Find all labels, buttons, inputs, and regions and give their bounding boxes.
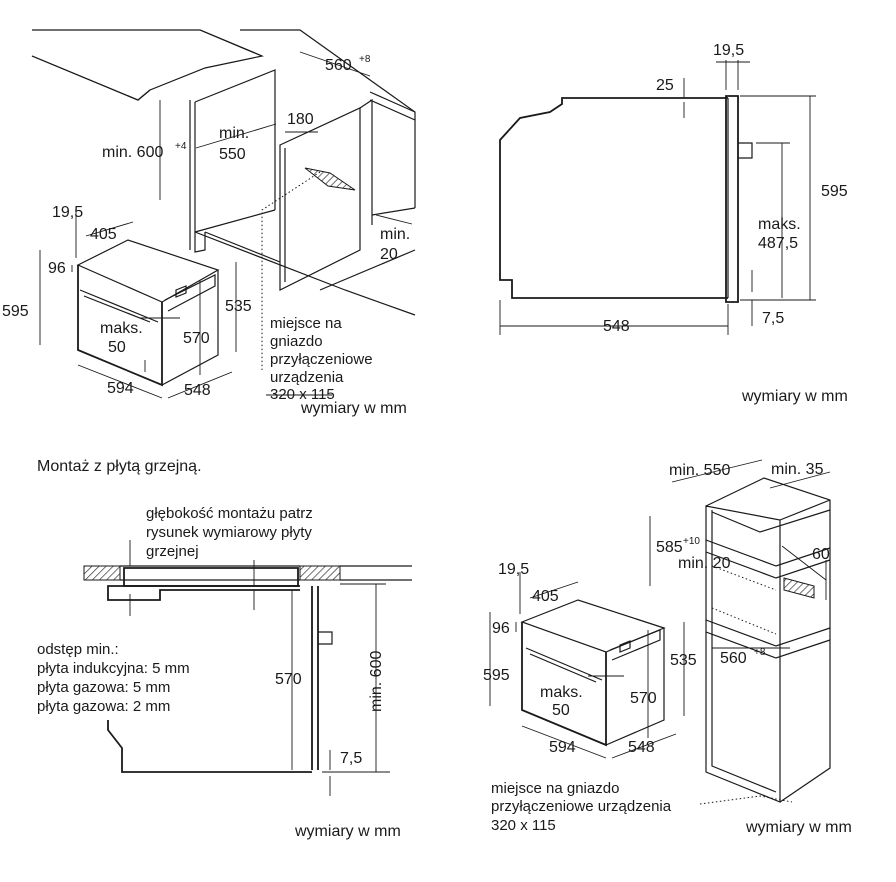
br-note-3: 320 x 115 <box>491 817 556 834</box>
tr-units: wymiary w mm <box>741 388 848 405</box>
bl-units: wymiary w mm <box>294 823 401 840</box>
br-dim-maks-a: maks. <box>540 684 583 701</box>
drawing-tall-unit <box>489 459 831 805</box>
br-dim-560-sup: +8 <box>754 647 766 658</box>
tl-units: wymiary w mm <box>300 400 407 417</box>
br-dim-min20: min. 20 <box>678 555 731 572</box>
tl-note-4: urządzenia <box>270 369 344 386</box>
br-dim-60: 60 <box>812 546 830 563</box>
tl-note-1: miejsce na <box>270 315 342 332</box>
br-labels: min. 550 min. 35 585 +10 min. 20 60 560 … <box>483 461 852 836</box>
tl-note-5: 320 x 115 <box>270 386 335 403</box>
bl-gap-1: odstęp min.: <box>37 641 119 658</box>
tl-dim-min600-sup: +4 <box>175 141 187 152</box>
tl-dim-180: 180 <box>287 111 314 128</box>
tl-dim-570: 570 <box>183 330 210 347</box>
br-dim-min550: min. 550 <box>669 462 730 479</box>
tl-note-2: gniazdo <box>270 333 323 350</box>
br-dim-405: 405 <box>532 588 559 605</box>
tr-dim-548: 548 <box>603 318 630 335</box>
bl-gap-3: płyta gazowa: 5 mm <box>37 679 170 696</box>
tl-dim-maks-b: 50 <box>108 339 126 356</box>
tl-dim-560: 560 <box>325 57 352 74</box>
tl-labels: 560 +8 min. 600 +4 min. 550 180 min. 20 … <box>2 54 410 417</box>
tl-dim-min20-b: 20 <box>380 246 398 263</box>
drawing-with-hob <box>83 540 412 796</box>
br-dim-570: 570 <box>630 690 657 707</box>
tr-dim-595: 595 <box>821 183 848 200</box>
bl-dim-570: 570 <box>275 671 302 688</box>
br-dim-19-5: 19,5 <box>498 561 529 578</box>
bl-depth-2: rysunek wymiarowy płyty <box>146 524 312 541</box>
tl-dim-min550-b: 550 <box>219 146 246 163</box>
tl-dim-548: 548 <box>184 382 211 399</box>
br-dim-maks-b: 50 <box>552 702 570 719</box>
bl-depth-3: grzejnej <box>146 543 199 560</box>
tl-dim-535: 535 <box>225 298 252 315</box>
br-units: wymiary w mm <box>745 819 852 836</box>
tl-dim-560-sup: +8 <box>359 54 371 65</box>
tl-dim-96: 96 <box>48 260 66 277</box>
tl-note-3: przyłączeniowe <box>270 351 373 368</box>
tl-dim-min20-a: min. <box>380 226 410 243</box>
tl-dim-maks-a: maks. <box>100 320 143 337</box>
br-dim-min35: min. 35 <box>771 461 824 478</box>
tl-dim-min600: min. 600 <box>102 144 163 161</box>
bl-gap-2: płyta indukcyjna: 5 mm <box>37 660 190 677</box>
drawing-side-profile <box>499 60 816 335</box>
br-dim-548: 548 <box>628 739 655 756</box>
br-dim-535: 535 <box>670 652 697 669</box>
bl-labels: Montaż z płytą grzejną. głębokość montaż… <box>37 458 401 840</box>
drawing-under-counter <box>31 29 416 399</box>
br-dim-585: 585 <box>656 539 683 556</box>
tl-dim-min550-a: min. <box>219 125 249 142</box>
tr-dim-25: 25 <box>656 77 674 94</box>
tl-dim-405: 405 <box>90 226 117 243</box>
br-dim-585-sup: +10 <box>683 536 700 547</box>
bl-depth-1: głębokość montażu patrz <box>146 505 313 522</box>
br-dim-560: 560 <box>720 650 747 667</box>
tr-dim-maks-b: 487,5 <box>758 235 798 252</box>
bl-dim-7-5: 7,5 <box>340 750 362 767</box>
bl-dim-min600: min. 600 <box>368 651 385 712</box>
tr-dim-7-5: 7,5 <box>762 310 784 327</box>
br-note-2: przyłączeniowe urządzenia <box>491 798 672 815</box>
bl-gap-4: płyta gazowa: 2 mm <box>37 698 170 715</box>
br-note-1: miejsce na gniazdo <box>491 780 619 797</box>
tr-dim-19-5: 19,5 <box>713 42 744 59</box>
br-dim-594: 594 <box>549 739 576 756</box>
tr-labels: 19,5 25 595 maks. 487,5 548 7,5 wymiary … <box>603 42 848 405</box>
br-dim-96: 96 <box>492 620 510 637</box>
tl-dim-595: 595 <box>2 303 29 320</box>
br-dim-595: 595 <box>483 667 510 684</box>
tl-dim-594: 594 <box>107 380 134 397</box>
bl-title: Montaż z płytą grzejną. <box>37 458 202 475</box>
tr-dim-maks-a: maks. <box>758 216 801 233</box>
tl-dim-19-5: 19,5 <box>52 204 83 221</box>
